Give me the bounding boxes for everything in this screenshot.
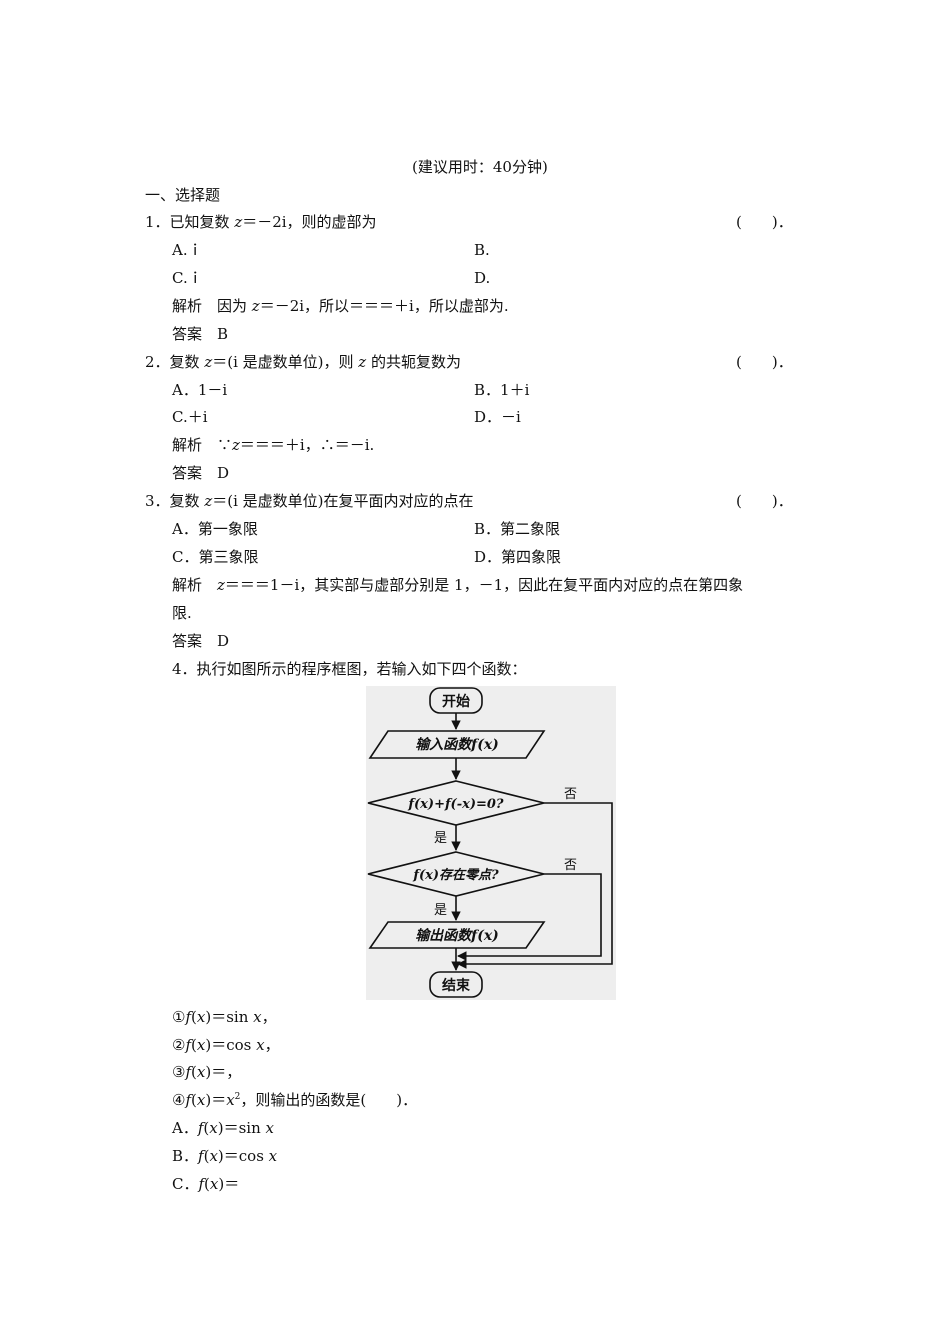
no-label-2: 否 (564, 858, 577, 873)
cond1-label: f(x)+f(-x)=0? (407, 797, 504, 812)
q3-option-c: C．第三象限 (172, 548, 259, 566)
q4-option-c: C．f(x)＝ (172, 1175, 240, 1193)
q3-option-b: B．第二象限 (474, 520, 561, 538)
q2-analysis: 解析 ∵z＝＝＝＋i，∴＝－i. (172, 436, 375, 454)
q3-analysis: 解析 z＝＝＝1－i，其实部与虚部分别是 1，－1，因此在复平面内对应的点在第四… (172, 576, 744, 594)
q2-option-c: C.＋i (172, 408, 208, 426)
q1-option-b: B. (474, 241, 490, 259)
q2-option-a: A．1－i (172, 381, 228, 399)
end-label: 结束 (442, 977, 471, 994)
yes-label-1: 是 (434, 831, 447, 846)
function-2: ②f(x)＝cos x， (172, 1036, 280, 1054)
q4-option-b: B．f(x)＝cos x (172, 1147, 278, 1165)
q1-stem: 1．已知复数 z＝－2i，则的虚部为 (145, 213, 377, 231)
q4-stem: 4．执行如图所示的程序框图，若输入如下四个函数： (172, 660, 527, 678)
output-label: 输出函数f(x) (415, 927, 499, 944)
time-note: (建议用时：40分钟) (412, 158, 548, 176)
no-branch-1 (457, 802, 613, 969)
q1-answer-paren: ( )． (736, 213, 793, 231)
q1-option-d: D. (474, 269, 491, 287)
q3-analysis-continued: 限. (172, 604, 192, 622)
q2-answer-paren: ( )． (736, 353, 793, 371)
program-flowchart: 开始 输入函数f(x) f(x)+f(-x)=0? f(x)存在零点? 输出函数… (366, 686, 616, 1000)
start-label: 开始 (442, 693, 470, 710)
q1-answer: 答案 B (172, 325, 229, 343)
q2-option-d: D．－i (474, 408, 521, 426)
q3-option-d: D．第四象限 (474, 548, 562, 566)
yes-label-2: 是 (434, 903, 447, 918)
q3-option-a: A．第一象限 (172, 520, 258, 538)
input-label: 输入函数f(x) (415, 736, 499, 753)
q3-stem: 3．复数 z＝(i 是虚数单位)在复平面内对应的点在 (145, 492, 474, 510)
output-box (368, 921, 546, 949)
cond2-label: f(x)存在零点? (412, 867, 499, 883)
end-terminal (429, 971, 483, 998)
input-box (368, 730, 546, 759)
function-4: ④f(x)＝x2，则输出的函数是( )． (172, 1091, 418, 1109)
q2-answer: 答案 D (172, 464, 230, 482)
q4-option-a: A．f(x)＝sin x (172, 1119, 274, 1137)
no-branch-2 (457, 873, 602, 961)
q1-option-a: A.ｉ (172, 241, 203, 259)
q1-option-c: C.ｉ (172, 269, 203, 287)
section-title: 一、选择题 (145, 186, 221, 204)
q3-answer: 答案 D (172, 632, 230, 650)
q3-answer-paren: ( )． (736, 492, 793, 510)
function-3: ③f(x)＝， (172, 1063, 242, 1081)
q2-stem: 2．复数 z＝(i 是虚数单位)，则 z 的共轭复数为 (145, 353, 461, 371)
q1-analysis: 解析 因为 z＝－2i，所以＝＝＝＋i，所以虚部为. (172, 297, 509, 315)
function-1: ①f(x)＝sin x， (172, 1008, 277, 1026)
flowchart-background (366, 686, 616, 1000)
no-label-1: 否 (564, 787, 577, 802)
q2-option-b: B．1＋i (474, 381, 530, 399)
